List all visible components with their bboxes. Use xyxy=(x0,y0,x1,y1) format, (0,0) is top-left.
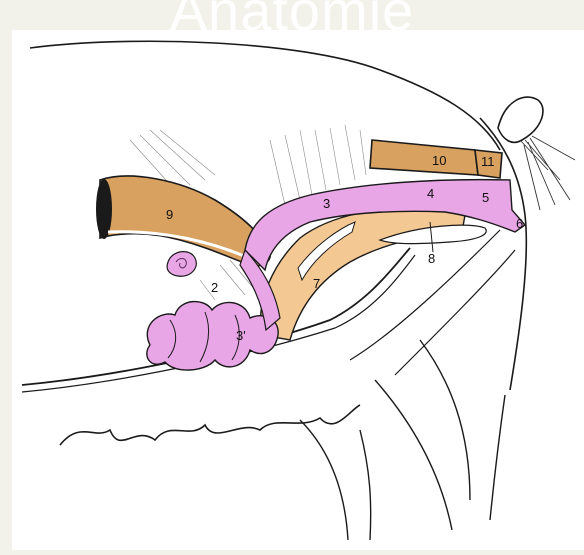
tail-hair xyxy=(520,136,575,210)
organ-10 xyxy=(370,140,478,175)
label-8: 8 xyxy=(428,251,435,266)
udder-outline xyxy=(60,405,360,445)
label-5: 5 xyxy=(482,190,489,205)
label-7: 7 xyxy=(313,276,320,291)
organ-2 xyxy=(167,252,196,277)
label-10: 10 xyxy=(432,153,446,168)
hind-leg xyxy=(300,340,470,540)
tail xyxy=(498,97,543,142)
label-3prime: 3' xyxy=(236,328,246,343)
label-3: 3 xyxy=(323,196,330,211)
label-9: 9 xyxy=(166,207,173,222)
label-4: 4 xyxy=(427,186,434,201)
label-6: 6 xyxy=(516,216,523,231)
organ-9-opening xyxy=(96,179,112,239)
label-2: 2 xyxy=(211,280,218,295)
label-11: 11 xyxy=(481,154,495,169)
organ-3prime xyxy=(147,302,278,371)
back-outline xyxy=(30,41,500,150)
